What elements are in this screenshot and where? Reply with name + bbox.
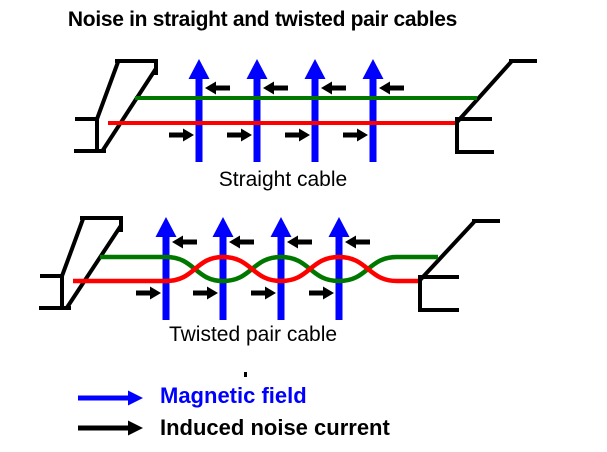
noise-current-right-arrow-icon (343, 128, 368, 142)
twisted-pair-figure (39, 216, 500, 320)
magnetic-field-arrow-icon (188, 59, 210, 162)
straight-magnetic-field-arrows (188, 59, 384, 162)
noise-current-left-arrow-icon (345, 235, 370, 249)
noise-current-left-arrow-icon (321, 81, 346, 95)
legend-induced-noise-label: Induced noise current (160, 415, 390, 440)
noise-current-left-arrow-icon (287, 235, 312, 249)
noise-current-left-arrow-icon (379, 81, 404, 95)
twisted-green-wire (100, 254, 438, 284)
legend-icons (78, 390, 143, 436)
straight-noise-arrows-top (205, 81, 404, 95)
twisted-left-connector (39, 216, 123, 310)
page-title: Noise in straight and twisted pair cable… (67, 8, 458, 31)
straight-noise-arrows-bottom (169, 128, 368, 142)
magnetic-field-arrow-icon (246, 59, 268, 162)
noise-current-right-arrow-icon (309, 286, 334, 300)
noise-current-right-arrow-icon (193, 286, 218, 300)
stray-dot (244, 372, 247, 377)
noise-current-left-arrow-icon (205, 81, 230, 95)
black-right-arrow-icon (78, 420, 143, 436)
twisted-magnetic-field-arrows (155, 217, 350, 320)
twisted-noise-arrows-top (172, 235, 370, 249)
noise-current-right-arrow-icon (227, 128, 252, 142)
noise-current-left-arrow-icon (229, 235, 254, 249)
twisted-pair-cable-label: Twisted pair cable (168, 323, 338, 346)
straight-cable-figure (74, 59, 537, 162)
noise-current-right-arrow-icon (136, 286, 161, 300)
noise-current-right-arrow-icon (169, 128, 194, 142)
noise-current-right-arrow-icon (251, 286, 276, 300)
legend-magnetic-field-label: Magnetic field (160, 383, 307, 408)
noise-current-left-arrow-icon (172, 235, 197, 249)
magnetic-field-arrow-icon (304, 59, 326, 162)
straight-cable-label: Straight cable (218, 168, 348, 191)
blue-right-arrow-icon (78, 390, 143, 406)
noise-current-left-arrow-icon (263, 81, 288, 95)
twisted-noise-arrows-bottom (136, 286, 334, 300)
noise-current-right-arrow-icon (285, 128, 310, 142)
magnetic-field-arrow-icon (155, 217, 177, 320)
magnetic-field-arrow-icon (328, 217, 350, 320)
twisted-right-connector (418, 219, 500, 312)
twisted-red-wire (73, 254, 418, 284)
magnetic-field-arrow-icon (362, 59, 384, 162)
straight-left-connector (74, 59, 158, 153)
magnetic-field-arrow-icon (212, 217, 234, 320)
magnetic-field-arrow-icon (270, 217, 292, 320)
straight-right-connector (455, 59, 537, 154)
